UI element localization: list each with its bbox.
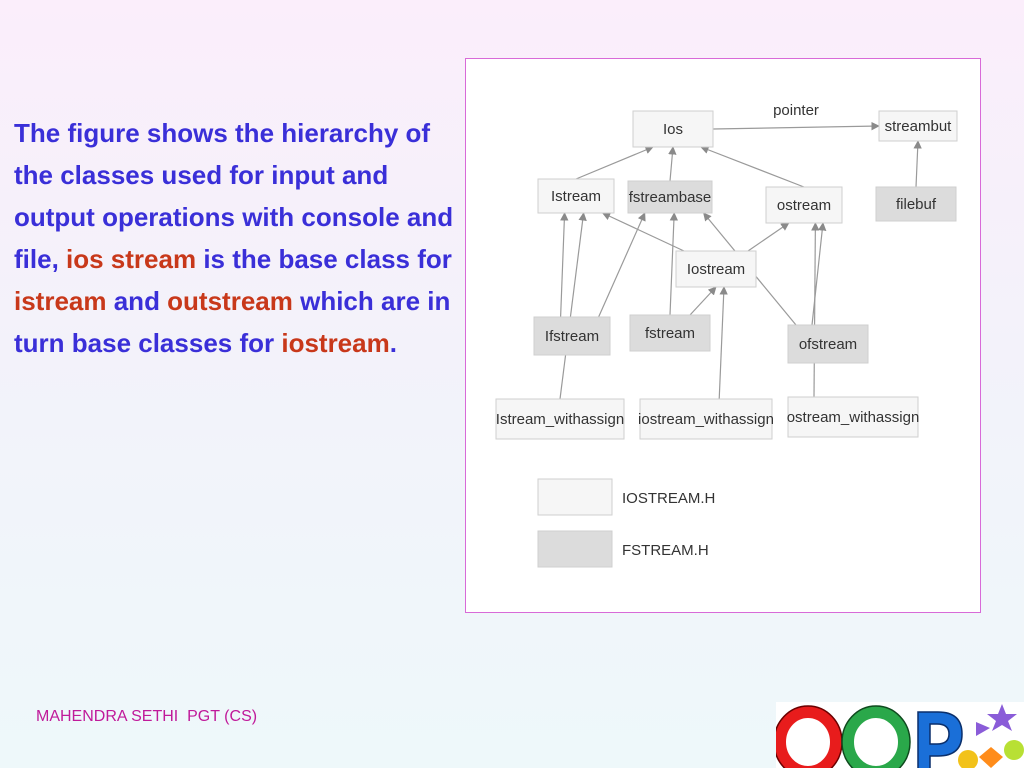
node-box-fstream <box>629 314 711 352</box>
logo-circle-green <box>1004 740 1024 760</box>
node-ostream: ostream <box>765 186 843 224</box>
edge-label-ios-to-streambut: pointer <box>773 102 819 119</box>
node-box-ofstream <box>787 324 869 364</box>
node-box-iostream <box>675 250 757 288</box>
node-label-ofstream: ofstream <box>799 336 857 353</box>
edge-fstream-to-iostream <box>689 286 717 316</box>
description-segment: is the base class for <box>196 244 452 274</box>
highlight-ios-stream: ios stream <box>66 244 197 274</box>
legend: IOSTREAM.H FSTREAM.H <box>537 478 715 568</box>
highlight-istream: istream <box>14 286 107 316</box>
node-label-fstreambase: fstreambase <box>629 189 712 206</box>
legend-swatch-fstream <box>537 530 613 568</box>
edge-istream-to-ios <box>575 146 654 180</box>
node-label-istream: Istream <box>551 188 601 205</box>
node-label-filebuf: filebuf <box>896 196 937 213</box>
node-box-istream <box>537 178 615 214</box>
oop-logo <box>776 702 1024 768</box>
edge-filebuf-to-streambut <box>913 140 922 188</box>
node-label-ifstream: Ifstream <box>545 328 599 345</box>
description-segment: which are in turn base classes for <box>14 286 451 358</box>
logo-letter-p <box>917 711 963 768</box>
node-iostream_withassign: iostream_withassign <box>638 398 774 440</box>
node-label-fstream: fstream <box>645 325 695 342</box>
node-box-filebuf <box>875 186 957 222</box>
node-box-iostream_withassign <box>639 398 773 440</box>
node-iostream: Iostream <box>675 250 757 288</box>
node-box-ostream_withassign <box>787 396 919 438</box>
edge-fstream-to-fstreambase <box>669 212 679 316</box>
node-ofstream: ofstream <box>787 324 869 364</box>
description-text: The figure shows the hierarchy of the cl… <box>14 112 466 364</box>
highlight-outstream: outstream <box>167 286 293 316</box>
node-fstreambase: fstreambase <box>627 180 713 214</box>
edge-ofstream-to-ostream <box>811 222 827 326</box>
edge-ostream-to-ios <box>700 145 805 188</box>
highlight-iostream: iostream <box>281 328 390 358</box>
logo-letter-o-2-outline <box>841 705 911 768</box>
logo-letter-o-2 <box>842 706 910 768</box>
edge-ostream_withassign-to-ostream <box>811 222 820 398</box>
node-ostream_withassign: ostream_withassign <box>787 396 920 438</box>
node-ifstream: Ifstream <box>533 316 611 356</box>
edge-iostream-to-istream <box>601 212 685 252</box>
edge-ios-to-streambut <box>712 121 880 131</box>
description-segment: . <box>389 328 397 358</box>
node-fstream: fstream <box>629 314 711 352</box>
node-box-ifstream <box>533 316 611 356</box>
node-label-ios: Ios <box>663 121 683 138</box>
footer-credit: MAHENDRA SETHI PGT (CS) <box>36 708 258 725</box>
edge-ifstream-to-istream <box>560 212 569 318</box>
legend-label-iostream: IOSTREAM.H <box>622 490 715 507</box>
logo-letter-o-1 <box>776 706 842 768</box>
node-filebuf: filebuf <box>875 186 957 222</box>
node-istream: Istream <box>537 178 615 214</box>
edge-istream_withassign-to-istream <box>559 212 587 400</box>
node-box-ostream <box>765 186 843 224</box>
edge-ifstream-to-fstreambase <box>598 212 646 318</box>
node-istream_withassign: Istream_withassign <box>495 398 625 440</box>
logo-triangle-shape <box>976 722 990 736</box>
logo-graphic <box>776 704 1024 768</box>
node-label-streambut: streambut <box>885 118 953 135</box>
node-box-streambut <box>878 110 958 142</box>
description-segment: The figure shows the hierarchy of the cl… <box>14 118 454 274</box>
node-box-ios <box>632 110 714 148</box>
node-streambut: streambut <box>878 110 958 142</box>
edge-iostream_withassign-to-iostream <box>718 286 728 400</box>
edge-fstreambase-to-ios <box>668 146 677 182</box>
logo-star-shape <box>987 704 1017 731</box>
node-box-fstreambase <box>627 180 713 214</box>
logo-diamond-shape <box>979 747 1003 768</box>
node-label-iostream_withassign: iostream_withassign <box>638 411 774 428</box>
edges-layer: pointer <box>559 102 922 400</box>
logo-circle-yellow <box>958 750 978 768</box>
node-label-iostream: Iostream <box>687 261 745 278</box>
edge-iostream-to-ostream <box>747 222 790 252</box>
legend-label-fstream: FSTREAM.H <box>622 542 709 559</box>
node-ios: Ios <box>632 110 714 148</box>
description-segment: and <box>106 286 168 316</box>
node-label-ostream_withassign: ostream_withassign <box>787 409 920 426</box>
node-label-ostream: ostream <box>777 197 831 214</box>
node-box-istream_withassign <box>495 398 625 440</box>
legend-swatch-iostream <box>537 478 613 516</box>
node-label-istream_withassign: Istream_withassign <box>496 411 624 428</box>
